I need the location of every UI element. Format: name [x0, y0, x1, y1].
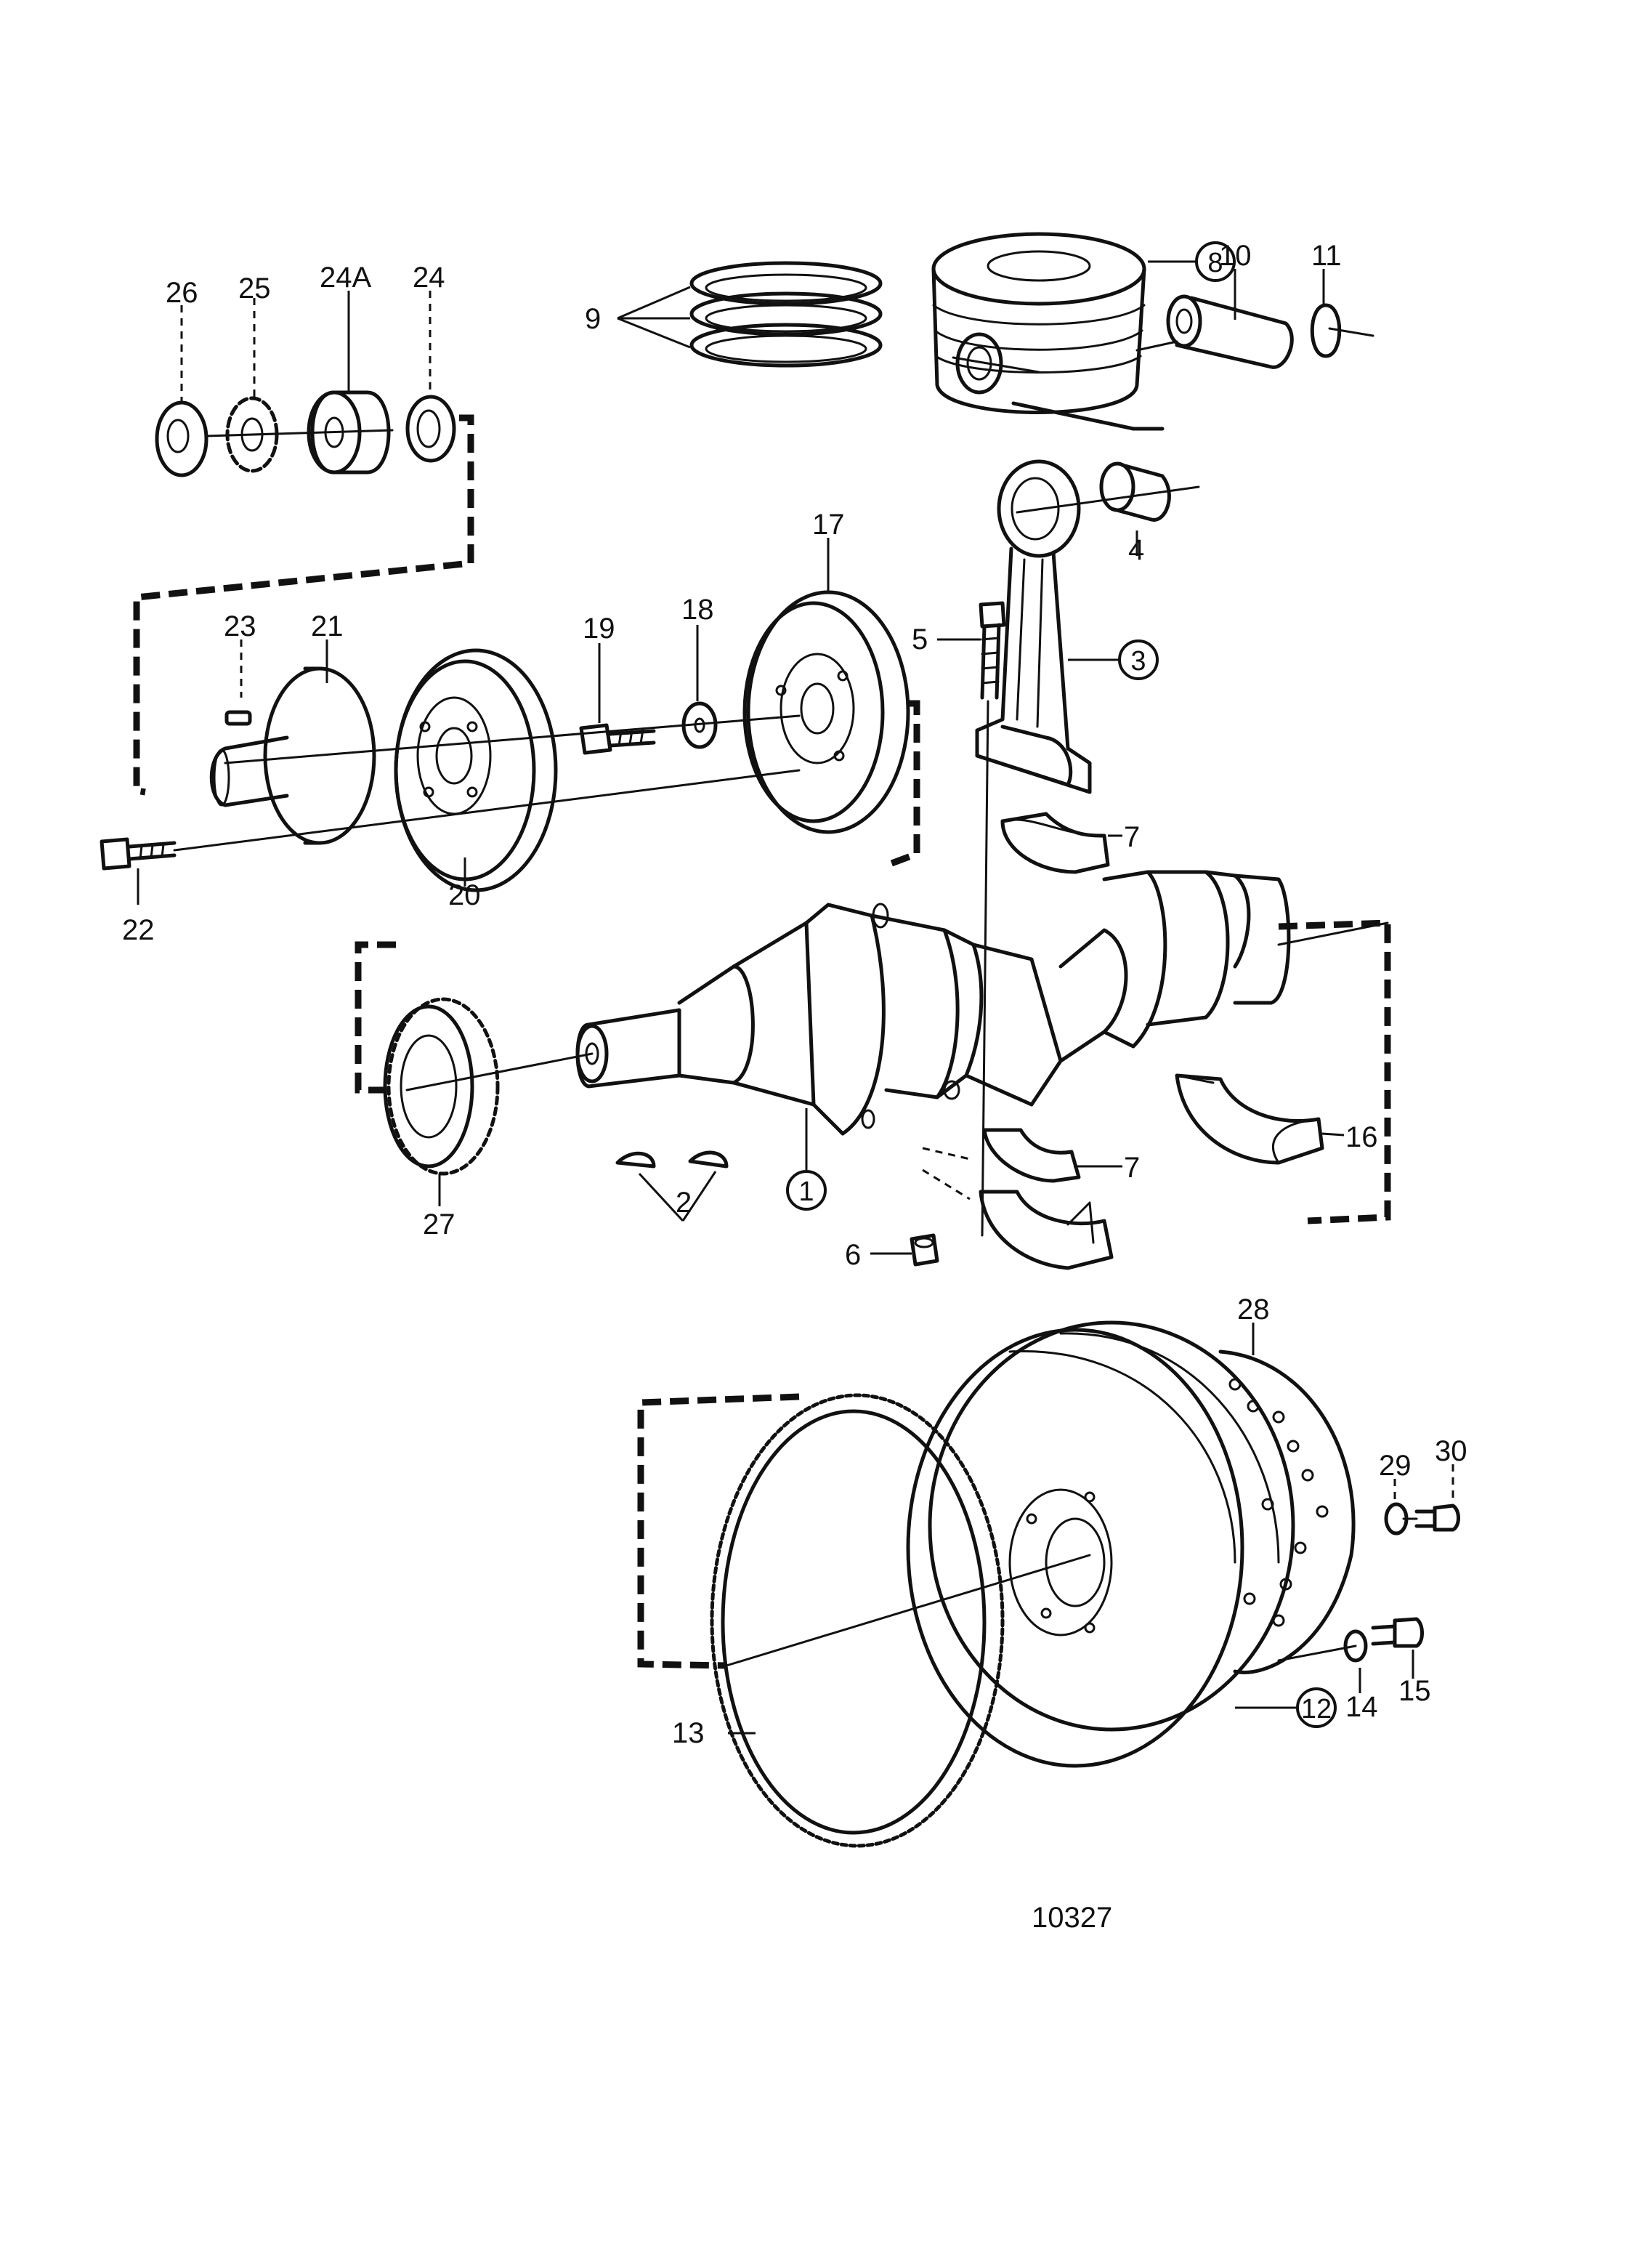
washer-14 [1343, 1629, 1368, 1663]
pulley-group-boundary [133, 414, 920, 868]
callout-10: 10 [1219, 240, 1252, 272]
callout-27: 27 [423, 1208, 455, 1240]
crankshaft-group-boundary [355, 919, 1391, 1224]
bearing-shell-16 [1175, 1073, 1324, 1165]
callout-7-upper: 7 [1124, 821, 1140, 853]
callout-25: 25 [238, 273, 271, 304]
key-23 [224, 710, 252, 726]
pulley-17 [742, 590, 910, 834]
callout-29: 29 [1379, 1450, 1412, 1482]
callout-24a: 24A [320, 262, 371, 294]
flywheel-12 [906, 1320, 1295, 1768]
callout-12: 12 [1296, 1687, 1337, 1728]
callout-5: 5 [912, 624, 928, 655]
timing-gear-27 [383, 997, 500, 1176]
pulley-axis-lines [173, 714, 801, 852]
svg-text:1: 1 [798, 1177, 814, 1207]
callout-4: 4 [1128, 534, 1144, 566]
bolt-15 [1371, 1617, 1424, 1648]
callout-9: 9 [585, 303, 601, 335]
callout-labels: 26 25 24A 24 9 8 10 11 4 5 3 7 7 16 6 1 … [122, 240, 1467, 1749]
pulley-20 [394, 648, 558, 892]
callout-20: 20 [448, 879, 481, 911]
callout-26: 26 [166, 277, 198, 309]
bolt-19 [579, 723, 656, 755]
callout-15: 15 [1398, 1675, 1431, 1707]
callout-16: 16 [1345, 1121, 1378, 1153]
svg-text:3: 3 [1130, 646, 1146, 677]
main-bearing-cap [979, 1190, 1114, 1270]
ring-gear-13 [710, 1393, 1005, 1848]
lock-washer-26 [155, 400, 208, 477]
callout-7-lower: 7 [1124, 1152, 1140, 1184]
callout-19: 19 [583, 613, 615, 645]
drive-plate-28 [1218, 1349, 1356, 1674]
seal-ring-24 [405, 395, 456, 463]
hub-21 [209, 666, 376, 845]
bolt-5 [979, 601, 1006, 700]
callout-30: 30 [1435, 1435, 1467, 1467]
callout-11: 11 [1311, 240, 1342, 272]
callout-1: 1 [786, 1170, 827, 1211]
nut-6 [910, 1233, 939, 1267]
callout-17: 17 [812, 509, 845, 541]
bolt-22 [100, 837, 177, 871]
callout-24: 24 [413, 262, 445, 294]
crankshaft-1 [575, 870, 1291, 1136]
bushing-4 [1099, 461, 1171, 522]
crankshaft-axis-lines [405, 921, 1389, 1091]
callout-2: 2 [676, 1187, 692, 1219]
connecting-rod-3 [975, 459, 1092, 794]
flywheel-group-boundary [637, 1147, 971, 1669]
callout-3: 3 [1118, 639, 1159, 680]
callout-8: 8 [1195, 241, 1236, 282]
bearing-shell-7-upper [1000, 812, 1110, 874]
callout-18: 18 [681, 594, 714, 626]
callout-14: 14 [1345, 1691, 1378, 1723]
figure-number: 10327 [1032, 1902, 1112, 1934]
callout-23: 23 [224, 610, 256, 642]
callout-6: 6 [845, 1239, 861, 1271]
callout-22: 22 [122, 914, 155, 946]
callout-28: 28 [1237, 1294, 1270, 1325]
callout-21: 21 [311, 610, 344, 642]
svg-text:8: 8 [1207, 248, 1223, 278]
piston-rings-9 [689, 261, 883, 368]
circlip-11 [1310, 303, 1342, 358]
piston-pin-10 [1166, 294, 1294, 369]
bearing-shell-7-lower [982, 1128, 1081, 1183]
svg-text:12: 12 [1301, 1694, 1332, 1724]
callout-13: 13 [672, 1717, 705, 1749]
piston-8 [931, 232, 1165, 431]
leader-lines [137, 260, 1454, 1735]
bolt-30 [1414, 1504, 1460, 1532]
woodruff-keys-2 [615, 1150, 729, 1169]
